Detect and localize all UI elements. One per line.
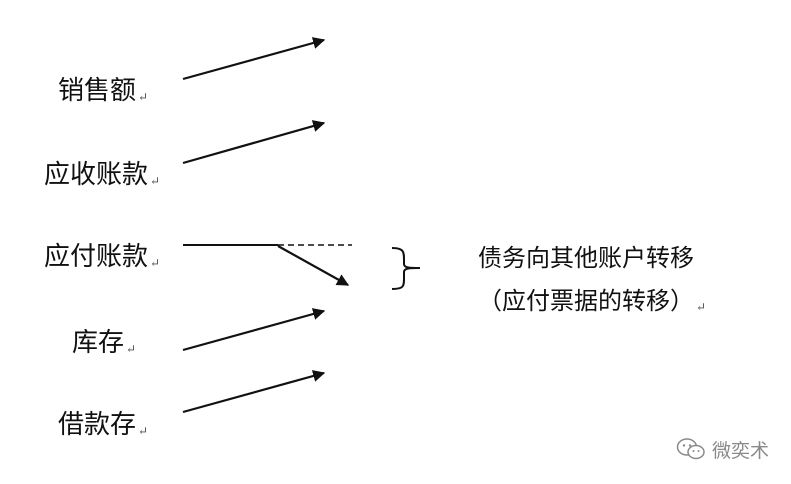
arrow-receivables [182, 120, 326, 165]
paragraph-mark: ↵ [150, 174, 161, 188]
label-payables-text: 应付账款 [44, 242, 149, 272]
paragraph-mark: ↵ [126, 342, 137, 356]
note-line-2: （应付票据的转移）↵ [478, 286, 706, 322]
paragraph-mark: ↵ [138, 424, 149, 438]
label-sales-text: 销售额 [58, 76, 137, 106]
arrow-sales [182, 37, 326, 81]
wechat-icon [676, 438, 705, 460]
label-receivables: 应收账款↵ [44, 160, 160, 196]
label-payables: 应付账款↵ [44, 242, 160, 278]
curly-brace [391, 247, 421, 290]
paragraph-mark: ↵ [138, 90, 149, 104]
label-inventory-text: 库存 [72, 328, 125, 358]
arrow-borrowings [182, 370, 326, 414]
watermark-text: 微奕术 [712, 439, 770, 462]
label-borrowings: 借款存↵ [58, 410, 148, 446]
label-sales: 销售额↵ [58, 76, 148, 112]
note-line-1: 债务向其他账户转移 [478, 244, 694, 272]
arrow-inventory [182, 308, 326, 352]
payables-branch [183, 244, 352, 286]
watermark: 微奕术 [676, 436, 769, 462]
label-inventory: 库存↵ [72, 328, 136, 364]
arrow-payables-transfer [277, 245, 350, 286]
label-receivables-text: 应收账款 [44, 160, 149, 190]
paragraph-mark: ↵ [696, 300, 707, 314]
paragraph-mark: ↵ [150, 256, 161, 270]
label-borrowings-text: 借款存 [58, 410, 137, 440]
note-line-2-text: （应付票据的转移） [478, 287, 694, 315]
